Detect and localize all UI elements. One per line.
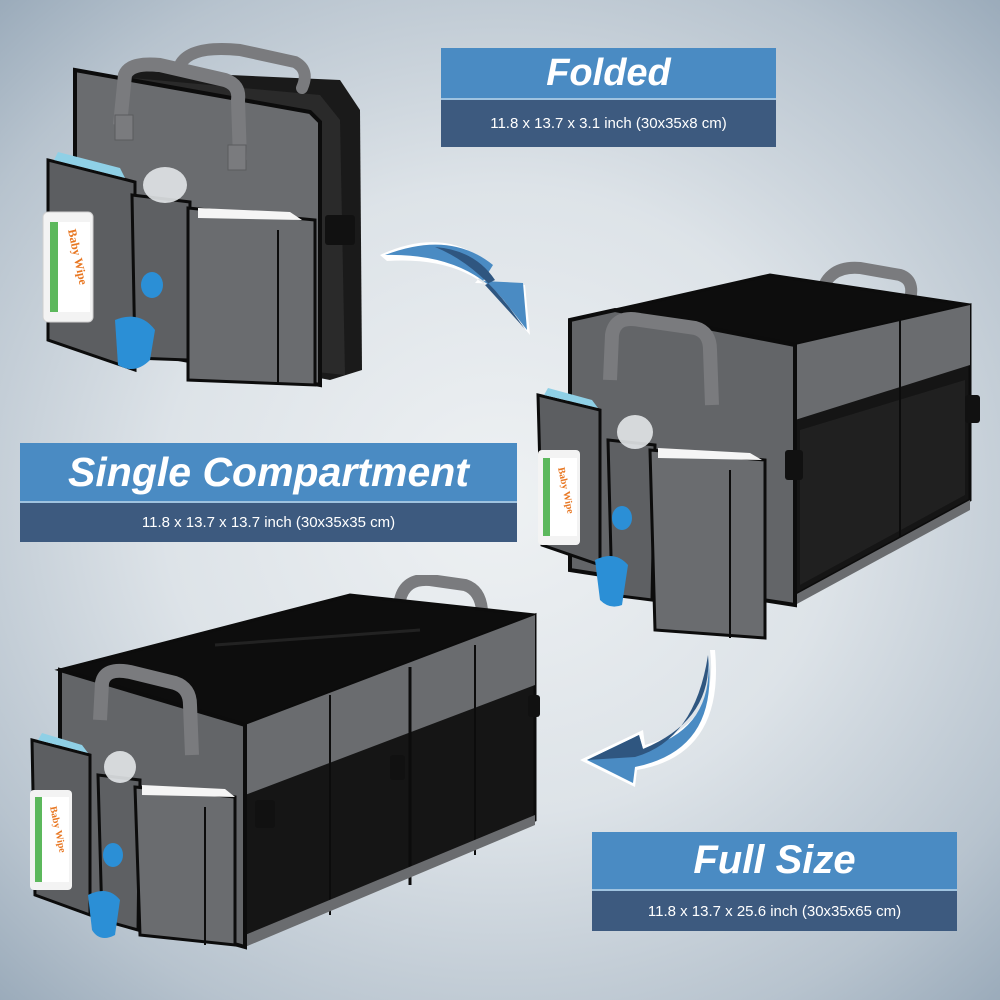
full-size-title: Full Size: [592, 832, 957, 891]
folded-dimensions: 11.8 x 13.7 x 3.1 inch (30x35x8 cm): [441, 100, 776, 147]
folded-title: Folded: [441, 48, 776, 100]
folded-label: Folded 11.8 x 13.7 x 3.1 inch (30x35x8 c…: [441, 48, 776, 147]
single-compartment-dimensions: 11.8 x 13.7 x 13.7 inch (30x35x35 cm): [20, 503, 517, 542]
curved-arrow-down-left-icon: [580, 650, 717, 787]
single-compartment-organizer-image: Baby Wipe: [536, 261, 980, 640]
single-compartment-title: Single Compartment: [20, 443, 517, 503]
full-size-organizer-image: Baby Wipe: [30, 575, 540, 950]
single-compartment-label: Single Compartment 11.8 x 13.7 x 13.7 in…: [20, 443, 517, 542]
full-size-label: Full Size 11.8 x 13.7 x 25.6 inch (30x35…: [592, 832, 957, 931]
folded-organizer-image: Baby Wipe: [42, 43, 362, 388]
full-size-dimensions: 11.8 x 13.7 x 25.6 inch (30x35x65 cm): [592, 891, 957, 931]
curved-arrow-down-right-icon: [380, 242, 530, 335]
